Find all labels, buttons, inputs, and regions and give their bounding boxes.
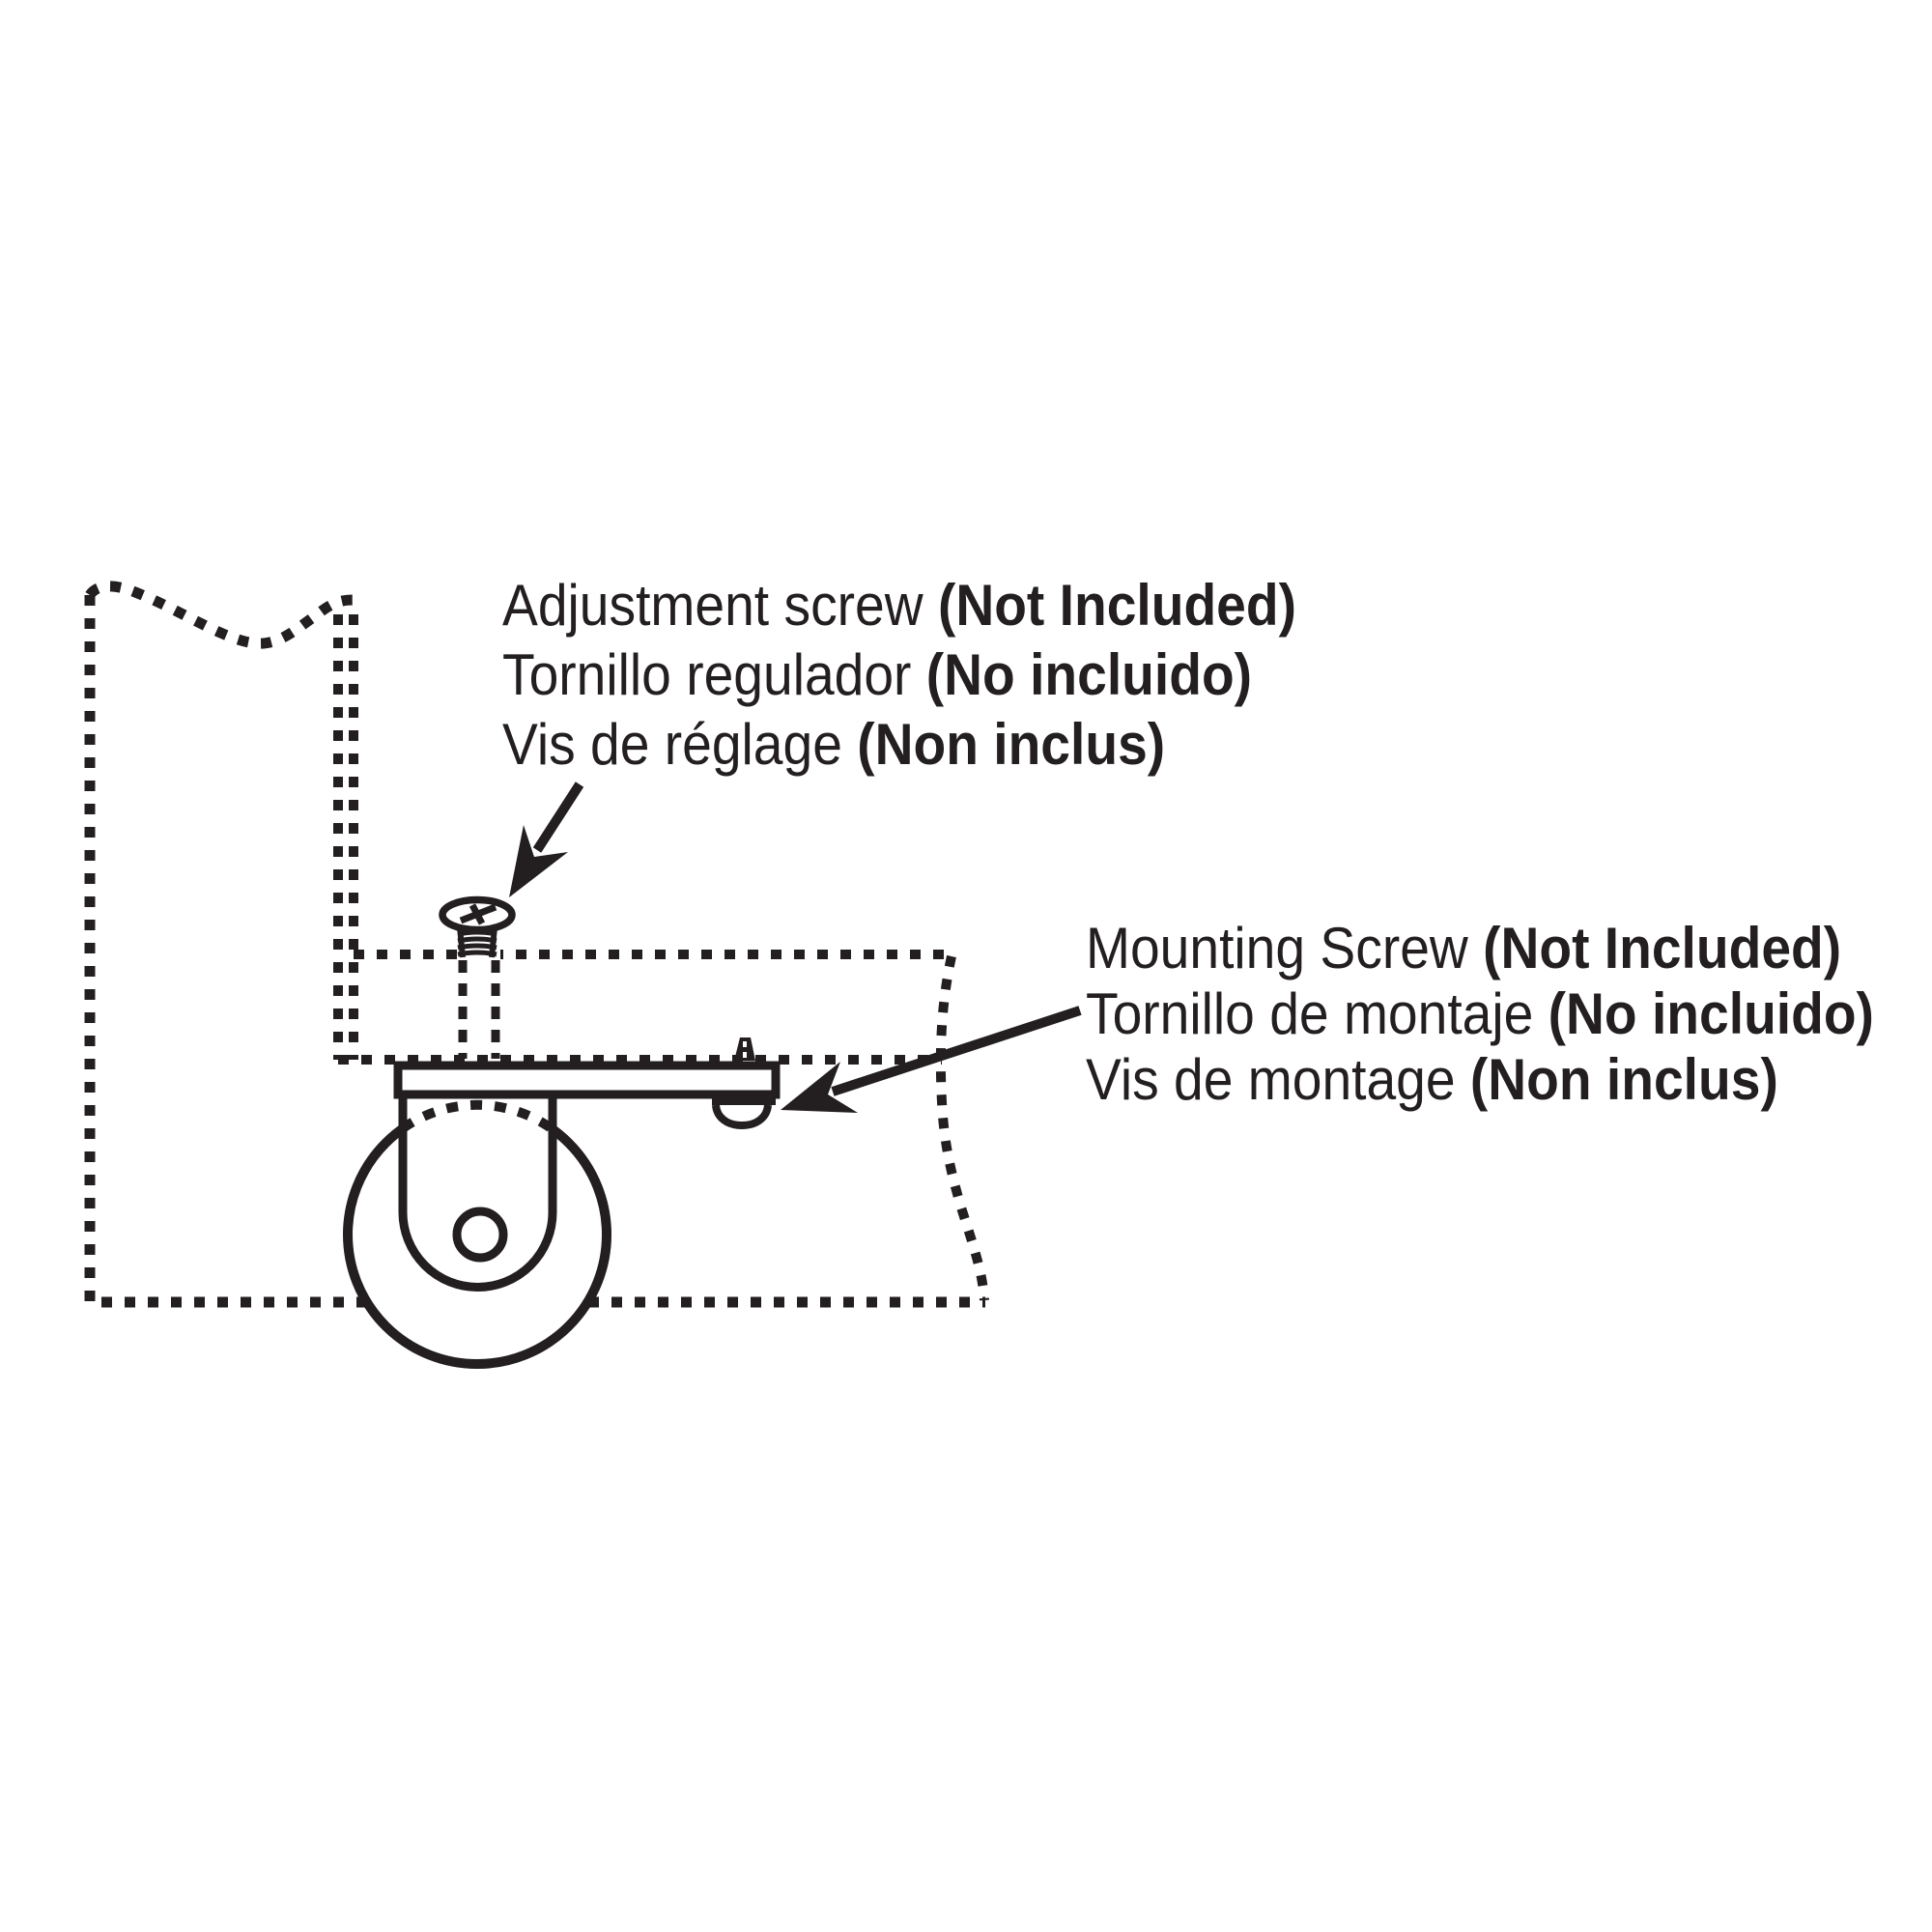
wheel-hub — [452, 1207, 508, 1263]
label-adjustment-es: Tornillo regulador (No incluido) — [502, 642, 1253, 707]
label-adjustment-en: Adjustment screw (Not Included) — [502, 573, 1296, 638]
mounting-screw-flange — [712, 1095, 776, 1105]
phillips-cross-icon — [459, 903, 497, 925]
furniture-leg-top-edge — [85, 581, 354, 649]
mounting-screw-tip — [734, 1037, 755, 1061]
mounting-arrow — [781, 1006, 1082, 1113]
caster-fork — [398, 1092, 557, 1292]
adjustment-screw-hidden-shank — [458, 960, 500, 1059]
label-mounting-en: Mounting Screw (Not Included) — [1086, 916, 1842, 980]
label-adjustment-screw: Adjustment screw (Not Included) Tornillo… — [502, 571, 1296, 780]
adjustment-screw-shank-edges — [457, 926, 497, 958]
wheel-hidden-top-arc — [400, 1099, 555, 1134]
furniture-leg-outline — [84, 595, 985, 1308]
side-rail-right-edge — [935, 954, 989, 1301]
mounting-screw-head — [712, 1104, 772, 1130]
label-mounting-fr: Vis de montage (Non inclus) — [1086, 1047, 1778, 1112]
label-adjustment-fr: Vis de réglage (Non inclus) — [502, 712, 1166, 777]
label-mounting-es: Tornillo de montaje (No incluido) — [1086, 981, 1874, 1046]
label-mounting-screw: Mounting Screw (Not Included) Tornillo d… — [1086, 916, 1874, 1113]
caster-plate — [393, 1061, 781, 1099]
adjustment-arrow — [509, 781, 584, 897]
